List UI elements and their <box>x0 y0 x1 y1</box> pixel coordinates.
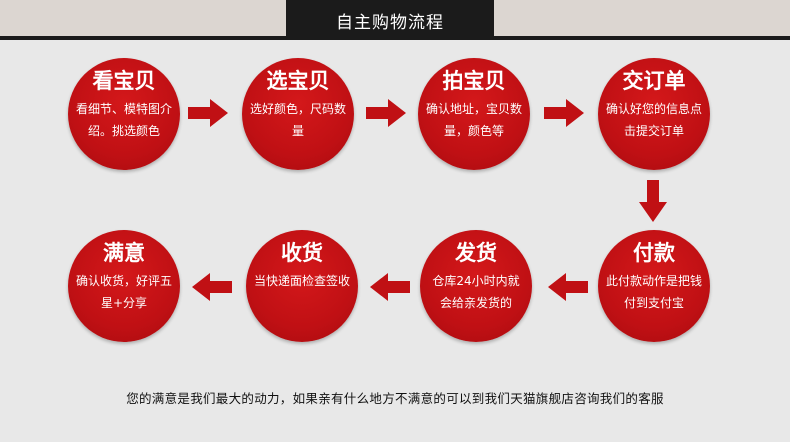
step-title: 满意 <box>103 241 145 265</box>
step-title: 交订单 <box>622 69 686 93</box>
step-description: 此付款动作是把钱付到支付宝 <box>606 274 703 310</box>
step-choose-item: 选宝贝 选好颜色，尺码数量 <box>242 58 354 170</box>
step-payment: 付款 此付款动作是把钱付到支付宝 <box>598 230 710 342</box>
step-title: 拍宝贝 <box>442 69 506 93</box>
step-receive: 收货 当快递面检查签收 <box>246 230 358 342</box>
arrow-left-icon <box>370 273 410 301</box>
step-description: 看细节、模特图介绍。挑选颜色 <box>76 102 173 138</box>
step-shipping: 发货 仓库24小时内就会给亲发货的 <box>420 230 532 342</box>
step-order-item: 拍宝贝 确认地址，宝贝数量，颜色等 <box>418 58 530 170</box>
step-title: 发货 <box>455 241 497 265</box>
step-title: 看宝贝 <box>92 69 156 93</box>
step-look-item: 看宝贝 看细节、模特图介绍。挑选颜色 <box>68 58 180 170</box>
arrow-right-icon <box>544 99 584 127</box>
step-description: 确认收货，好评五星+分享 <box>76 274 173 310</box>
arrow-left-icon <box>192 273 232 301</box>
step-description: 仓库24小时内就会给亲发货的 <box>432 274 520 310</box>
step-description: 选好颜色，尺码数量 <box>250 102 347 138</box>
step-title: 选宝贝 <box>266 69 330 93</box>
step-title: 付款 <box>633 241 675 265</box>
page-title: 自主购物流程 <box>286 0 494 40</box>
step-submit-order: 交订单 确认好您的信息点击提交订单 <box>598 58 710 170</box>
footer-note: 您的满意是我们最大的动力，如果亲有什么地方不满意的可以到我们天猫旗舰店咨询我们的… <box>126 391 664 406</box>
arrow-down-icon <box>639 180 667 222</box>
step-description: 确认地址，宝贝数量，颜色等 <box>426 102 523 138</box>
arrow-right-icon <box>366 99 406 127</box>
arrow-right-icon <box>188 99 228 127</box>
arrow-left-icon <box>548 273 588 301</box>
step-title: 收货 <box>281 241 323 265</box>
step-description: 当快递面检查签收 <box>254 274 351 288</box>
step-satisfied: 满意 确认收货，好评五星+分享 <box>68 230 180 342</box>
step-description: 确认好您的信息点击提交订单 <box>606 102 703 138</box>
